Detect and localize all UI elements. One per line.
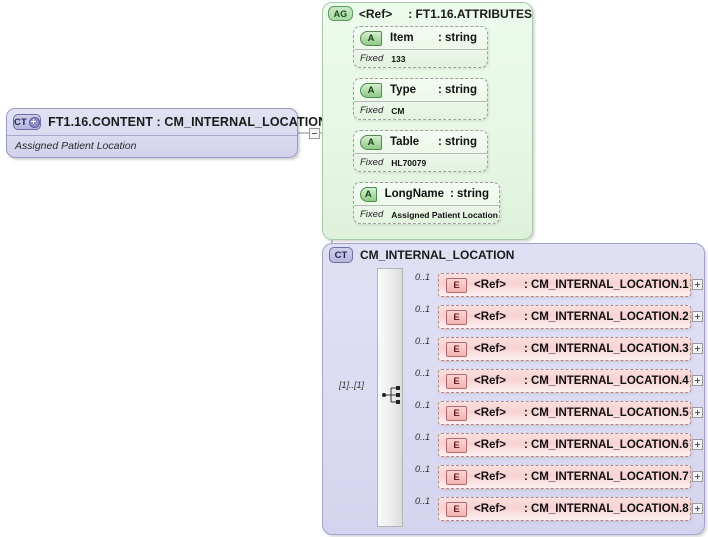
element-icon: E [446, 469, 467, 485]
element-row[interactable]: E <Ref> : CM_INTERNAL_LOCATION.2 [438, 305, 691, 329]
fixed-value: 133 [391, 53, 406, 64]
content-title: CM_INTERNAL_LOCATION [360, 248, 515, 262]
attribute-header: A Item : string [354, 27, 487, 50]
compositor-occurs-label: [1]..[1] [339, 380, 365, 390]
attribute-icon: A [360, 82, 382, 98]
occurs-label: 0..1 [415, 368, 431, 378]
content-header: CT CM_INTERNAL_LOCATION [323, 244, 704, 266]
expand-toggle[interactable] [692, 343, 703, 354]
attribute-header: A LongName : string [354, 183, 499, 206]
attribute-card[interactable]: A Item : string Fixed 133 [353, 26, 488, 68]
collapse-toggle[interactable] [309, 128, 320, 139]
fixed-label: Fixed [360, 53, 384, 64]
fixed-label: Fixed [360, 105, 384, 116]
attribute-header: A Table : string [354, 131, 487, 154]
element-row[interactable]: E <Ref> : CM_INTERNAL_LOCATION.5 [438, 401, 691, 425]
element-row[interactable]: E <Ref> : CM_INTERNAL_LOCATION.4 [438, 369, 691, 393]
element-icon: E [446, 309, 467, 325]
attribute-type: : string [438, 136, 477, 148]
attribute-fixed-row: Fixed 133 [354, 50, 487, 67]
ag-icon: AG [328, 6, 353, 21]
page-title: FT1.16.CONTENT : CM_INTERNAL_LOCATION [48, 115, 328, 129]
occurs-label: 0..1 [415, 400, 431, 410]
attribute-card[interactable]: A LongName : string Fixed Assigned Patie… [353, 182, 500, 224]
element-type: : CM_INTERNAL_LOCATION.3 [523, 343, 689, 355]
attribute-type: : string [438, 32, 477, 44]
element-type: : CM_INTERNAL_LOCATION.7 [523, 471, 689, 483]
attribute-type: : string [438, 84, 477, 96]
expand-toggle[interactable] [692, 407, 703, 418]
root-complextype-box[interactable]: CT FT1.16.CONTENT : CM_INTERNAL_LOCATION… [6, 108, 327, 158]
attribute-group-ref: <Ref> [358, 6, 393, 21]
element-icon: E [446, 437, 467, 453]
attribute-fixed-row: Fixed HL70079 [354, 154, 487, 171]
element-icon: E [446, 405, 467, 421]
attribute-card[interactable]: A Type : string Fixed CM [353, 78, 488, 120]
element-row[interactable]: E <Ref> : CM_INTERNAL_LOCATION.7 [438, 465, 691, 489]
expand-toggle[interactable] [692, 471, 703, 482]
element-icon: E [446, 277, 467, 293]
attribute-header: A Type : string [354, 79, 487, 102]
expand-toggle[interactable] [692, 503, 703, 514]
element-type: : CM_INTERNAL_LOCATION.6 [523, 439, 689, 451]
occurs-label: 0..1 [415, 432, 431, 442]
element-ref: <Ref> [474, 343, 506, 355]
fixed-value: Assigned Patient Location [391, 209, 498, 220]
attribute-name: Type [390, 84, 416, 96]
element-row[interactable]: E <Ref> : CM_INTERNAL_LOCATION.6 [438, 433, 691, 457]
occurs-label: 0..1 [415, 304, 431, 314]
ct-icon: CT [329, 247, 353, 263]
occurs-label: 0..1 [415, 464, 431, 474]
ct-badge-label: CT [14, 116, 28, 128]
attribute-name: Item [390, 32, 414, 44]
sequence-compositor-bar[interactable] [377, 268, 403, 527]
expand-toggle[interactable] [692, 439, 703, 450]
attribute-icon: A [360, 134, 382, 150]
element-type: : CM_INTERNAL_LOCATION.1 [523, 279, 689, 291]
element-type: : CM_INTERNAL_LOCATION.4 [523, 375, 689, 387]
attribute-fixed-row: Fixed Assigned Patient Location [354, 206, 499, 223]
occurs-label: 0..1 [415, 272, 431, 282]
expand-toggle[interactable] [692, 375, 703, 386]
element-ref: <Ref> [474, 375, 506, 387]
element-row[interactable]: E <Ref> : CM_INTERNAL_LOCATION.8 [438, 497, 691, 521]
element-ref: <Ref> [474, 471, 506, 483]
element-icon: E [446, 373, 467, 389]
element-type: : CM_INTERNAL_LOCATION.8 [523, 503, 689, 515]
element-icon: E [446, 501, 467, 517]
root-header: CT FT1.16.CONTENT : CM_INTERNAL_LOCATION [7, 109, 327, 136]
element-ref: <Ref> [474, 503, 506, 515]
attribute-icon: A [360, 30, 382, 46]
attribute-card[interactable]: A Table : string Fixed HL70079 [353, 130, 488, 172]
fixed-label: Fixed [360, 209, 384, 220]
fixed-value: HL70079 [391, 157, 427, 168]
occurs-label: 0..1 [415, 496, 431, 506]
attribute-name: Table [390, 136, 420, 148]
attribute-name: LongName [384, 188, 445, 200]
element-row[interactable]: E <Ref> : CM_INTERNAL_LOCATION.1 [438, 273, 691, 297]
attribute-icon: A [360, 186, 377, 202]
sequence-icon [382, 386, 400, 404]
occurs-label: 0..1 [415, 336, 431, 346]
plus-icon[interactable] [29, 116, 41, 128]
element-ref: <Ref> [474, 311, 506, 323]
attribute-group-header: AG <Ref> : FT1.16.ATTRIBUTES [323, 3, 532, 24]
expand-toggle[interactable] [692, 311, 703, 322]
fixed-value: CM [391, 105, 405, 116]
expand-toggle[interactable] [692, 279, 703, 290]
element-ref: <Ref> [474, 439, 506, 451]
element-ref: <Ref> [474, 407, 506, 419]
ct-plus-icon[interactable]: CT [13, 114, 42, 130]
fixed-label: Fixed [360, 157, 384, 168]
attribute-group-type: : FT1.16.ATTRIBUTES [408, 6, 532, 21]
attribute-type: : string [450, 188, 489, 200]
attribute-fixed-row: Fixed CM [354, 102, 487, 119]
root-annotation: Assigned Patient Location [15, 140, 137, 152]
element-type: : CM_INTERNAL_LOCATION.2 [523, 311, 689, 323]
element-row[interactable]: E <Ref> : CM_INTERNAL_LOCATION.3 [438, 337, 691, 361]
element-type: : CM_INTERNAL_LOCATION.5 [523, 407, 689, 419]
element-ref: <Ref> [474, 279, 506, 291]
element-icon: E [446, 341, 467, 357]
